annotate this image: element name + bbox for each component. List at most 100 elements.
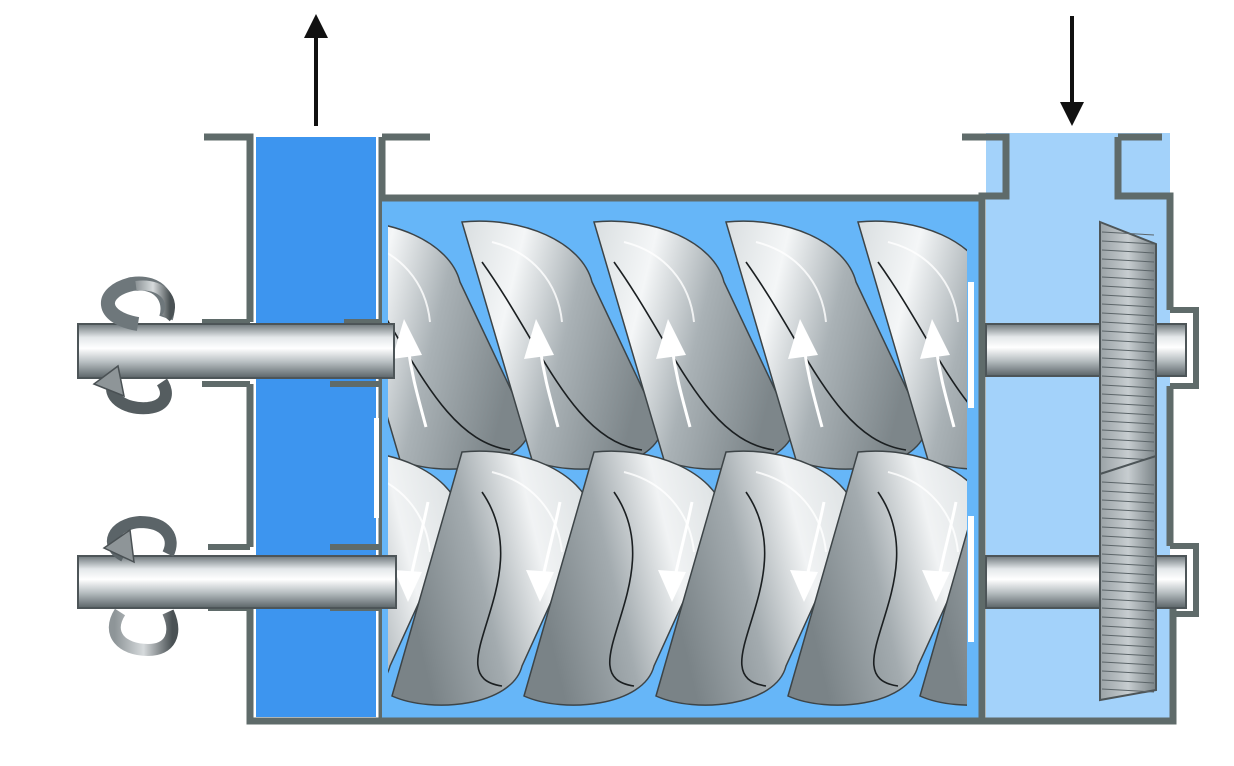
flow-down-arrow-icon — [790, 501, 826, 602]
drive-shafts — [77, 323, 1187, 609]
gear-tooth — [1101, 411, 1155, 416]
gear-tooth — [1101, 429, 1155, 434]
gear-tooth — [1101, 240, 1155, 245]
gear-tooth — [1101, 276, 1155, 281]
gear-tooth — [1101, 447, 1155, 452]
gear-tooth — [1101, 580, 1155, 585]
gear-tooth — [1101, 339, 1155, 344]
arrow-up-icon — [304, 14, 328, 126]
lower-screw-highlight — [623, 471, 695, 553]
gear-tooth — [1101, 670, 1155, 675]
gear-tooth — [1101, 348, 1155, 353]
upper-screw-highlight — [887, 241, 959, 323]
gear-tooth — [1101, 267, 1155, 272]
gear-tooth — [1101, 652, 1155, 657]
lower-screw-highlight — [755, 471, 827, 553]
gear-tooth — [1101, 679, 1155, 684]
gear-tooth — [1101, 688, 1155, 693]
gear-tooth — [1101, 285, 1155, 290]
gear-tooth — [1101, 303, 1155, 308]
gear-tooth — [1101, 562, 1155, 567]
gear-tooth — [1101, 402, 1155, 407]
gear-tooth — [1101, 330, 1155, 335]
inlet-section — [962, 133, 1199, 725]
lower-screw-highlight — [491, 471, 563, 553]
flow-up-arrow-icon — [392, 319, 428, 428]
upper-screw-highlight — [491, 241, 563, 323]
outlet-fluid — [256, 137, 376, 717]
gear-tooth — [1101, 535, 1155, 540]
lower-screw-helix-edge — [609, 491, 635, 687]
flow-down-arrow-icon — [658, 501, 694, 602]
upper-screw-helix-edge — [481, 261, 643, 451]
gear-tooth — [1101, 438, 1155, 443]
gear-tooth — [1101, 321, 1155, 326]
upper-screw-helix-edge — [388, 319, 511, 451]
gear-tooth — [1101, 616, 1155, 621]
lower-screw-lobe — [523, 450, 725, 706]
flow-up-arrow-icon — [920, 319, 956, 428]
gear-tooth — [1101, 517, 1155, 522]
rotate-clockwise-icon — [102, 515, 179, 657]
screw-rotors — [388, 220, 967, 706]
gear-tooth — [1101, 499, 1155, 504]
rotate-counterclockwise-icon — [92, 276, 175, 415]
gear-tooth — [1101, 420, 1155, 425]
gear-tooth — [1101, 508, 1155, 513]
gear-tooth — [1101, 258, 1155, 263]
lower-screw-lobe — [388, 455, 461, 673]
flow-down-arrow-icon — [526, 501, 562, 602]
gear-tooth — [1101, 231, 1155, 236]
gear-tooth — [1101, 625, 1155, 630]
upper-drive-shaft — [77, 323, 395, 379]
gear-tooth — [1101, 249, 1155, 254]
lower-screw-rotor — [388, 450, 967, 706]
flow-down-arrow-icon — [394, 501, 430, 602]
gear-tooth — [1101, 643, 1155, 648]
upper-screw-helix-edge — [877, 261, 967, 403]
gear-tooth — [1101, 294, 1155, 299]
gear-tooth — [1101, 553, 1155, 558]
upper-screw-highlight — [623, 241, 695, 323]
flow-up-arrow-icon — [524, 319, 560, 428]
gear-tooth — [1101, 607, 1155, 612]
outlet-section — [202, 133, 430, 725]
timing-gears — [1099, 220, 1157, 702]
gear-tooth — [1101, 661, 1155, 666]
gear-tooth — [1101, 481, 1155, 486]
upper-screw-rotor — [388, 220, 967, 470]
lower-screw-highlight — [388, 482, 431, 553]
upper-timing-gear — [1099, 220, 1157, 476]
lower-screw-highlight — [887, 471, 959, 553]
flow-down-arrow-icon — [922, 501, 958, 602]
gear-tooth — [1101, 366, 1155, 371]
gear-tooth — [1101, 544, 1155, 549]
gear-tooth — [1101, 571, 1155, 576]
gear-tooth — [1101, 357, 1155, 362]
gear-tooth — [1101, 634, 1155, 639]
gear-tooth — [1101, 526, 1155, 531]
gear-tooth — [1101, 312, 1155, 317]
gear-tooth — [1101, 589, 1155, 594]
lower-screw-lobe — [919, 529, 967, 706]
flow-up-arrow-icon — [788, 319, 824, 428]
lower-screw-lobe — [655, 450, 857, 706]
upper-screw-helix-edge — [613, 261, 775, 451]
upper-screw-helix-edge — [745, 261, 907, 451]
upper-screw-lobe — [857, 220, 967, 470]
lower-drive-shaft — [77, 555, 397, 609]
upper-partition-plate — [968, 282, 974, 408]
left-partition-plate — [374, 418, 379, 518]
lower-screw-lobe — [391, 450, 593, 706]
lower-screw-helix-edge — [741, 491, 767, 687]
upper-screw-highlight — [388, 252, 431, 323]
chamber-housing-outline — [382, 194, 982, 725]
lower-screw-helix-edge — [477, 491, 503, 687]
lower-screw-lobe — [787, 450, 967, 706]
gear-tooth — [1101, 384, 1155, 389]
gear-tooth — [1101, 598, 1155, 603]
inlet-housing-outline — [962, 133, 1177, 725]
gear-tooth — [1101, 490, 1155, 495]
